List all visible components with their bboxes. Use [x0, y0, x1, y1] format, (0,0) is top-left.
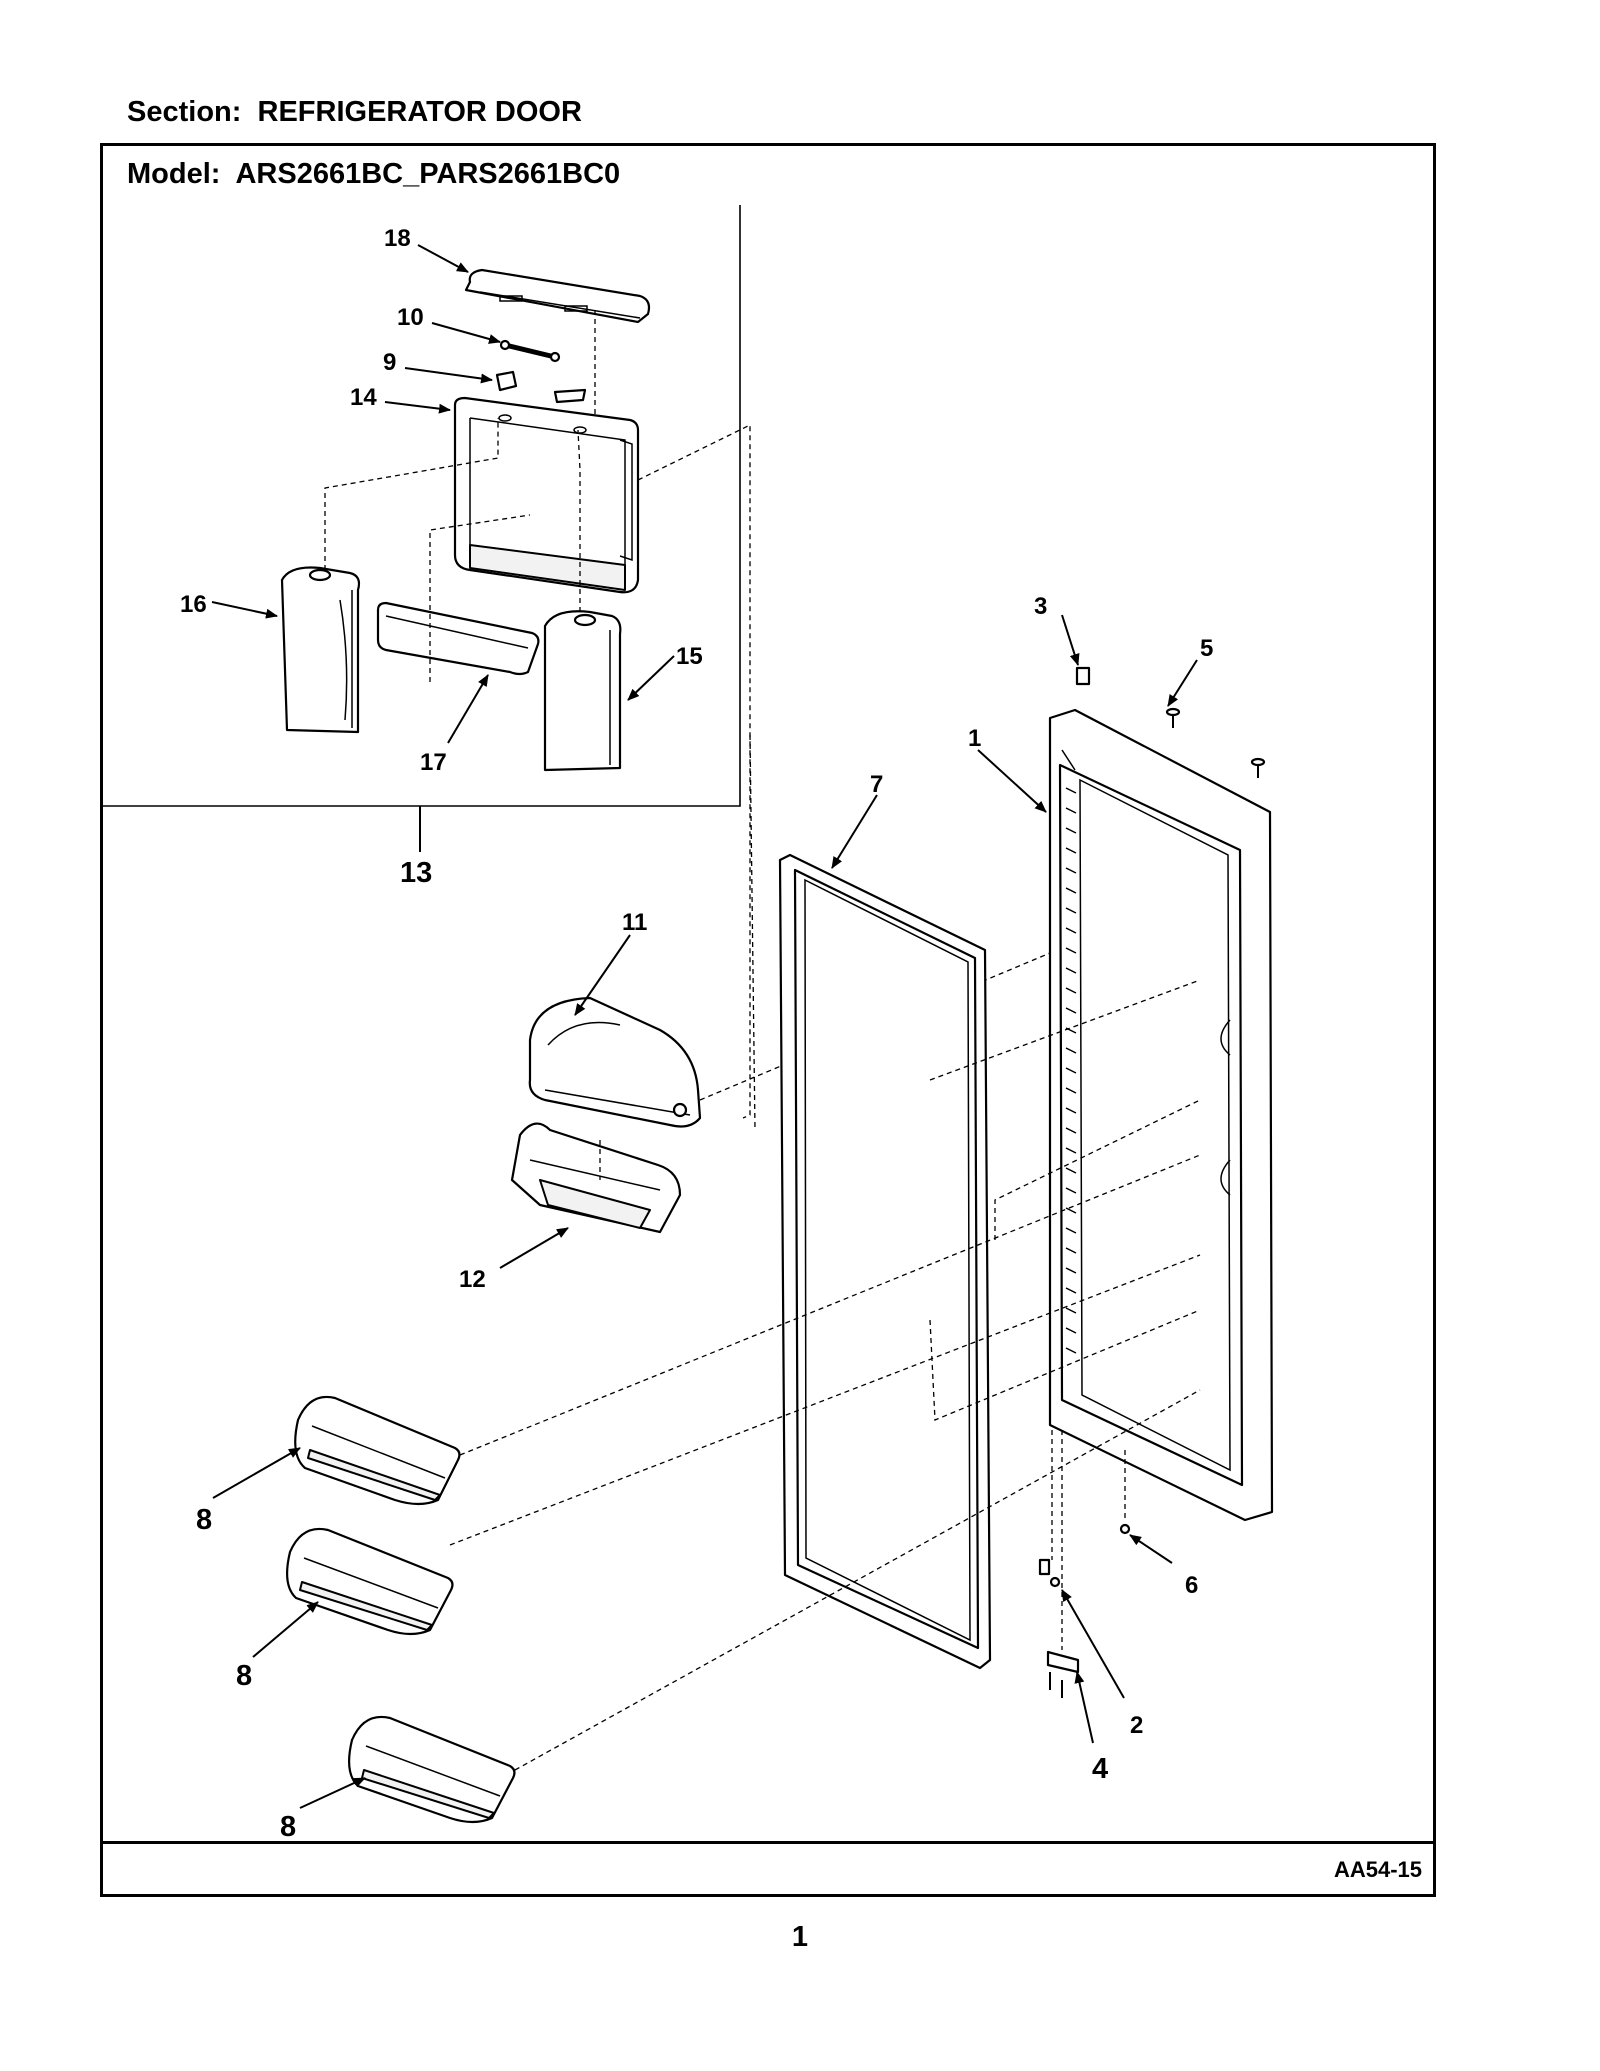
part-1-door-liner [1048, 708, 1274, 1522]
callout-18: 18 [384, 225, 411, 252]
callout-8-middle: 8 [236, 1660, 252, 1692]
part-17-drip-tray [376, 601, 540, 676]
section-title: Section: REFRIGERATOR DOOR [127, 96, 582, 128]
callout-16: 16 [180, 591, 207, 618]
page-number: 1 [791, 1921, 809, 1953]
callout-12: 12 [459, 1266, 486, 1293]
part-6-plug [1119, 1523, 1131, 1535]
part-9-clip [495, 370, 587, 404]
callout-3: 3 [1034, 593, 1047, 620]
callout-8-upper: 8 [196, 1504, 212, 1536]
part-3-hinge-cap [1075, 666, 1091, 686]
callout-11: 11 [622, 909, 647, 936]
part-18-top-cover [464, 268, 651, 324]
callout-17: 17 [420, 749, 447, 776]
inset-box [100, 205, 741, 807]
part-10-rod [499, 339, 561, 363]
callout-9: 9 [383, 349, 396, 376]
callout-5: 5 [1200, 635, 1213, 662]
callout-2: 2 [1130, 1712, 1143, 1739]
callout-6: 6 [1185, 1572, 1198, 1599]
callout-13: 13 [400, 857, 432, 889]
part-2-clip [1038, 1558, 1061, 1588]
callout-8-lower: 8 [280, 1811, 296, 1843]
leader-arrows [211, 244, 1198, 1809]
part-5-screws [1165, 707, 1266, 778]
callout-1: 1 [968, 725, 981, 752]
liner-ribs [1065, 787, 1077, 1354]
part-12-tray [510, 1122, 682, 1234]
callout-10: 10 [397, 304, 424, 331]
part-11-ice-bin [528, 996, 702, 1128]
part-14-housing [453, 396, 640, 594]
callout-4: 4 [1092, 1753, 1108, 1785]
diagram-frame [100, 143, 1436, 1897]
part-8-bin-middle [285, 1527, 454, 1636]
callout-15: 15 [676, 643, 703, 670]
part-8-bin-upper [294, 1395, 461, 1506]
diagram-code: AA54-15 [1333, 1857, 1422, 1882]
footer-divider [100, 1841, 1436, 1844]
part-7-gasket [778, 853, 992, 1670]
part-8-bin-lower [347, 1715, 516, 1824]
part-15-right-panel [543, 610, 622, 772]
part-16-left-panel [280, 566, 361, 734]
part-4-bracket [1046, 1650, 1080, 1698]
model-title: Model: ARS2661BC_PARS2661BC0 [127, 158, 621, 190]
callout-14: 14 [350, 384, 377, 411]
callout-7: 7 [870, 771, 883, 798]
